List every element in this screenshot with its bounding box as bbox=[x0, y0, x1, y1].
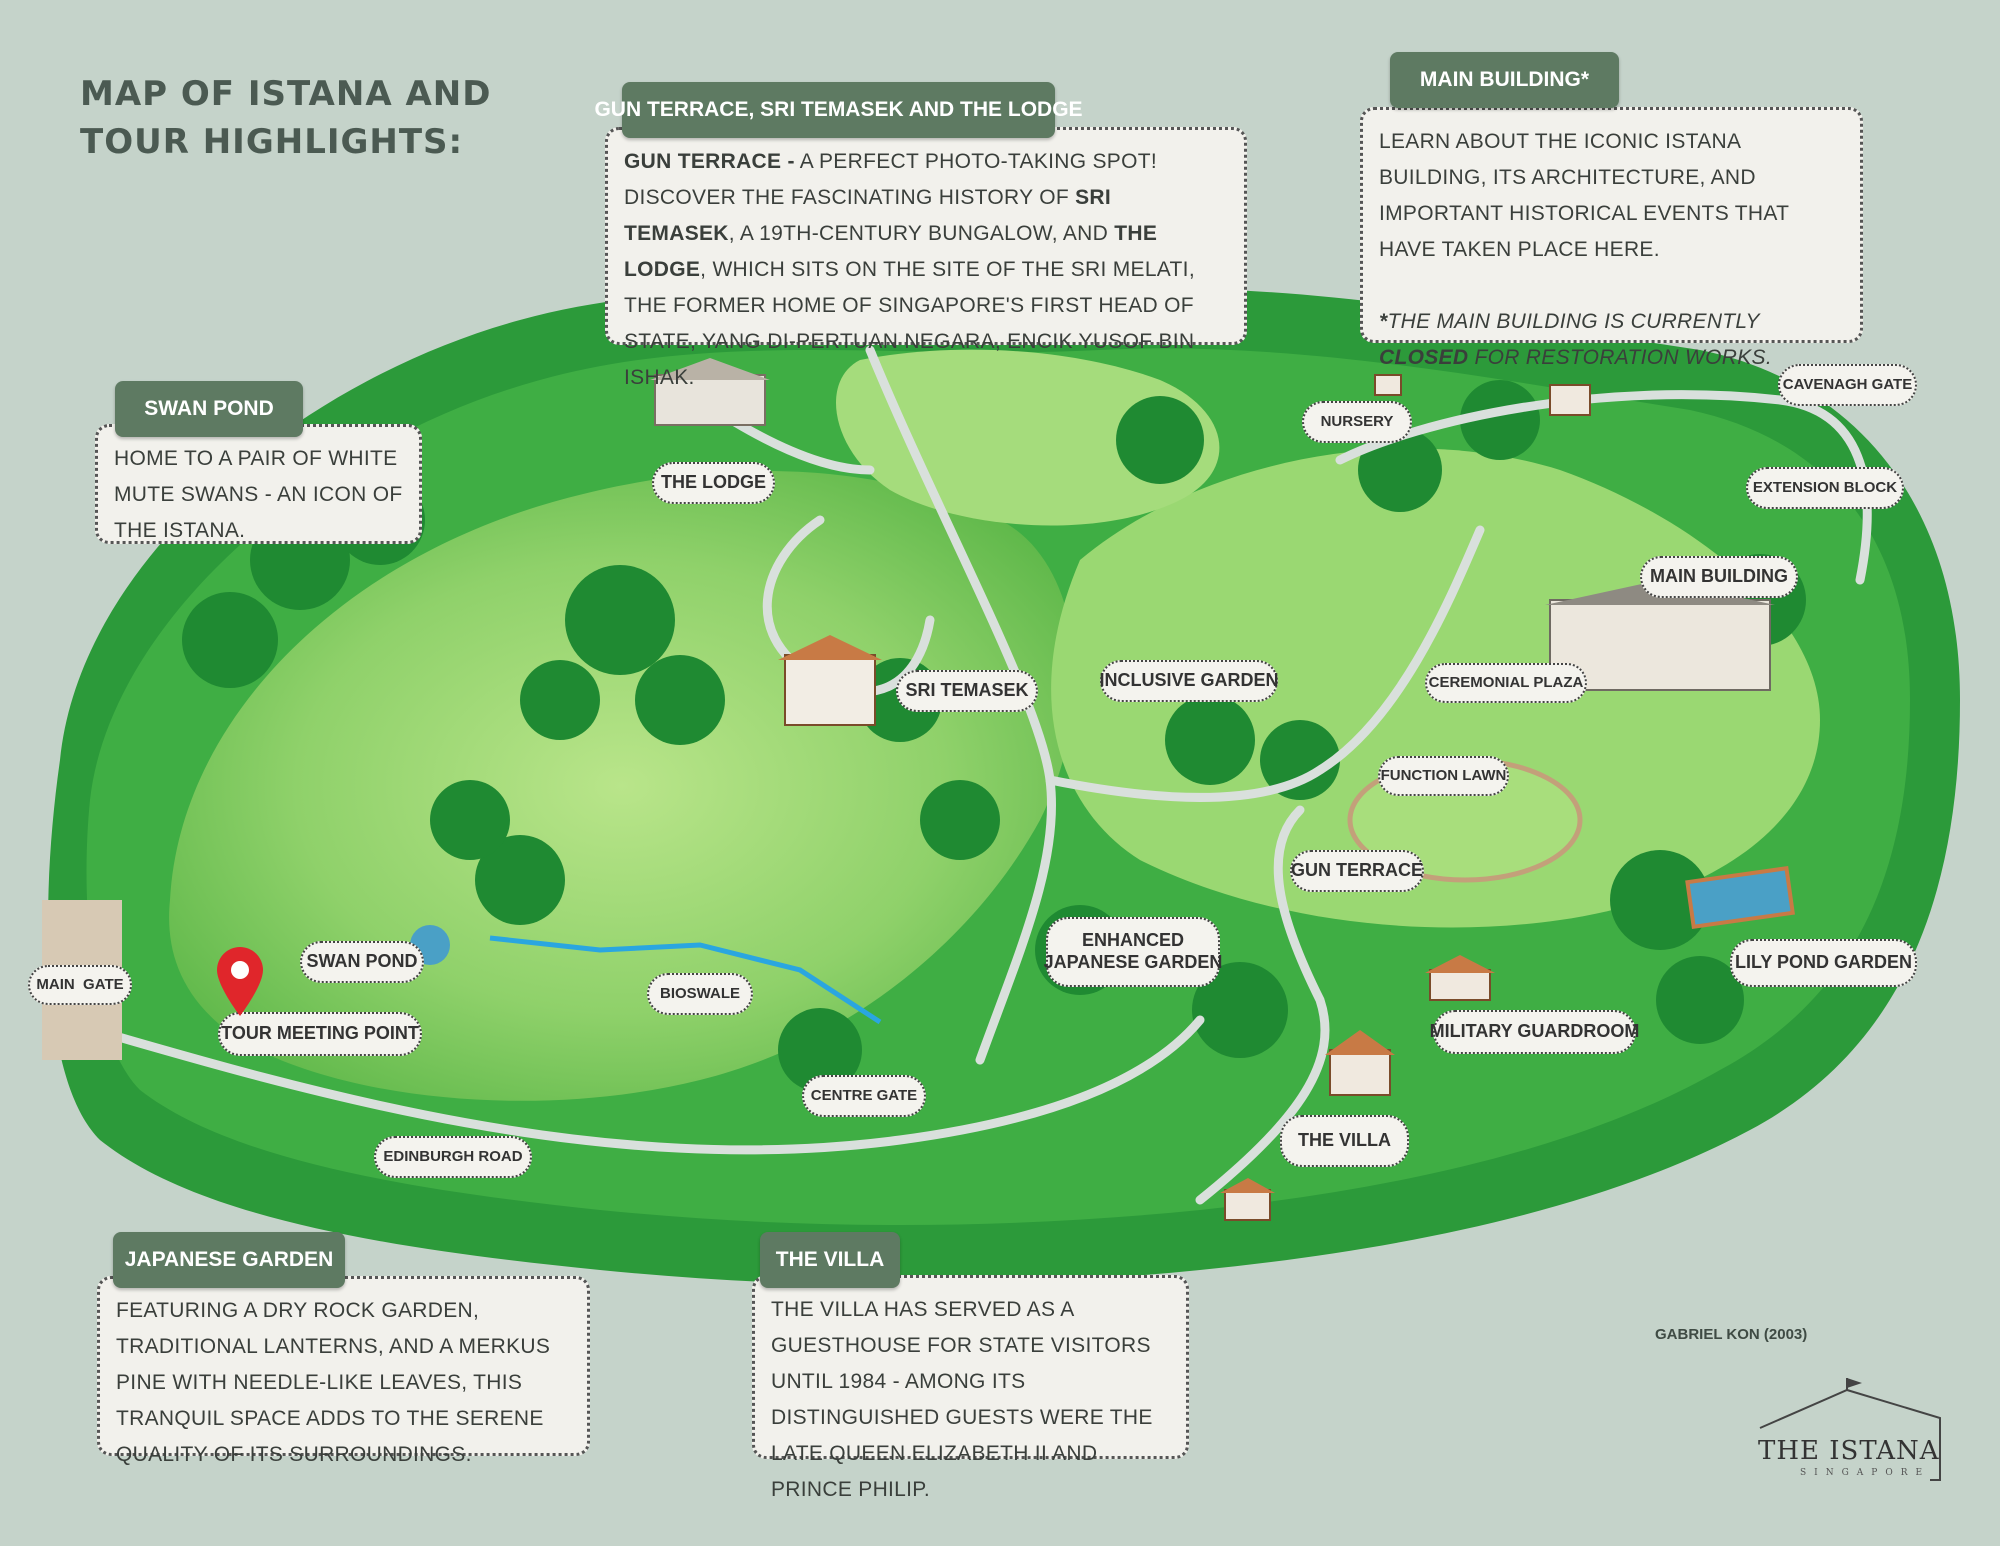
buildings bbox=[650, 358, 1775, 1221]
japanese-garden-card: FEATURING A DRY ROCK GARDEN, TRADITIONAL… bbox=[97, 1276, 590, 1466]
gun-terrace-text-3: , A 19TH-CENTURY BUNGALOW, AND bbox=[728, 222, 1115, 245]
note-asterisk: * bbox=[1379, 310, 1388, 333]
label-the-villa: THE VILLA bbox=[1280, 1115, 1409, 1167]
gun-terrace-text-4: , WHICH SITS ON THE SITE OF THE SRI MELA… bbox=[624, 258, 1195, 389]
label-gun-terrace: GUN TERRACE bbox=[1290, 850, 1424, 892]
title-line-2: TOUR HIGHLIGHTS: bbox=[80, 122, 464, 162]
the-villa-card-text: THE VILLA HAS SERVED AS A GUESTHOUSE FOR… bbox=[771, 1298, 1153, 1501]
note-text-1: THE MAIN BUILDING IS CURRENTLY bbox=[1387, 310, 1760, 333]
label-cavenagh-gate: CAVENAGH GATE bbox=[1778, 364, 1917, 406]
label-nursery: NURSERY bbox=[1302, 401, 1412, 443]
main-building-card: LEARN ABOUT THE ICONIC ISTANA BUILDING, … bbox=[1360, 107, 1863, 369]
label-military-guardroom: MILITARY GUARDROOM bbox=[1430, 1010, 1639, 1054]
the-lodge-bold: THE LODGE bbox=[624, 222, 1158, 281]
label-enhanced-line-2: JAPANESE GARDEN bbox=[1043, 952, 1223, 972]
sri-temasek-bold: SRI TEMASEK bbox=[624, 186, 1112, 245]
label-swan-pond: SWAN POND bbox=[300, 941, 424, 983]
the-istana-logo-icon bbox=[1759, 1378, 1941, 1481]
the-villa-tab: THE VILLA bbox=[760, 1232, 900, 1288]
the-villa-card: THE VILLA HAS SERVED AS A GUESTHOUSE FOR… bbox=[752, 1275, 1189, 1501]
swan-pond-card-text: HOME TO A PAIR OF WHITE MUTE SWANS - AN … bbox=[114, 447, 403, 542]
label-inclusive-garden: INCLUSIVE GARDEN bbox=[1100, 660, 1279, 702]
label-edinburgh-road: EDINBURGH ROAD bbox=[374, 1136, 532, 1178]
logo-subtitle: SINGAPORE bbox=[1800, 1468, 1931, 1478]
main-building-tab: MAIN BUILDING* bbox=[1390, 52, 1619, 108]
note-text-2: FOR RESTORATION WORKS. bbox=[1468, 346, 1772, 369]
label-centre-gate: CENTRE GATE bbox=[802, 1075, 926, 1117]
label-main-gate: MAIN GATE bbox=[28, 965, 132, 1005]
label-lily-pond-garden: LILY POND GARDEN bbox=[1730, 939, 1917, 987]
label-function-lawn: FUNCTION LAWN bbox=[1378, 756, 1509, 796]
artist-credit: GABRIEL KON (2003) bbox=[1655, 1326, 1808, 1343]
location-pin-icon bbox=[217, 947, 263, 1016]
label-sri-temasek: SRI TEMASEK bbox=[896, 670, 1038, 712]
lily-pond bbox=[1685, 865, 1795, 929]
main-building-note: *THE MAIN BUILDING IS CURRENTLY CLOSED F… bbox=[1379, 304, 1844, 376]
japanese-garden-card-text: FEATURING A DRY ROCK GARDEN, TRADITIONAL… bbox=[116, 1299, 551, 1466]
gun-terrace-card: GUN TERRACE - A PERFECT PHOTO-TAKING SPO… bbox=[605, 127, 1247, 389]
main-building-card-text: LEARN ABOUT THE ICONIC ISTANA BUILDING, … bbox=[1379, 130, 1789, 261]
japanese-garden-tab: JAPANESE GARDEN bbox=[113, 1232, 345, 1288]
note-closed: CLOSED bbox=[1379, 346, 1469, 369]
label-ceremonial-plaza: CEREMONIAL PLAZA bbox=[1425, 663, 1587, 703]
gun-terrace-text-1: A PERFECT PHOTO-TAKING SPOT! bbox=[794, 150, 1157, 173]
gun-terrace-bold: GUN TERRACE - bbox=[624, 150, 795, 173]
label-enhanced-japanese-garden: ENHANCED JAPANESE GARDEN bbox=[1043, 917, 1223, 987]
label-the-lodge: THE LODGE bbox=[652, 462, 775, 504]
label-extension-block: EXTENSION BLOCK bbox=[1746, 467, 1904, 509]
label-tour-meeting-point: TOUR MEETING POINT bbox=[218, 1012, 422, 1056]
title-line-1: MAP OF ISTANA AND bbox=[80, 74, 492, 114]
logo-name: THE ISTANA bbox=[1758, 1436, 1940, 1466]
page-title: MAP OF ISTANA AND TOUR HIGHLIGHTS: bbox=[80, 70, 491, 166]
label-main-building: MAIN BUILDING bbox=[1640, 556, 1798, 598]
gun-terrace-tab: GUN TERRACE, SRI TEMASEK AND THE LODGE bbox=[594, 82, 1083, 138]
label-bioswale: BIOSWALE bbox=[647, 973, 753, 1015]
label-enhanced-line-1: ENHANCED bbox=[1081, 930, 1184, 951]
swan-pond-tab: SWAN POND bbox=[115, 381, 303, 437]
gun-terrace-text-2: DISCOVER THE FASCINATING HISTORY OF bbox=[624, 186, 1076, 209]
gun-terrace-card-text: GUN TERRACE - A PERFECT PHOTO-TAKING SPO… bbox=[624, 144, 1228, 396]
bioswale-line bbox=[489, 935, 882, 1025]
swan-pond-card: HOME TO A PAIR OF WHITE MUTE SWANS - AN … bbox=[95, 424, 422, 544]
